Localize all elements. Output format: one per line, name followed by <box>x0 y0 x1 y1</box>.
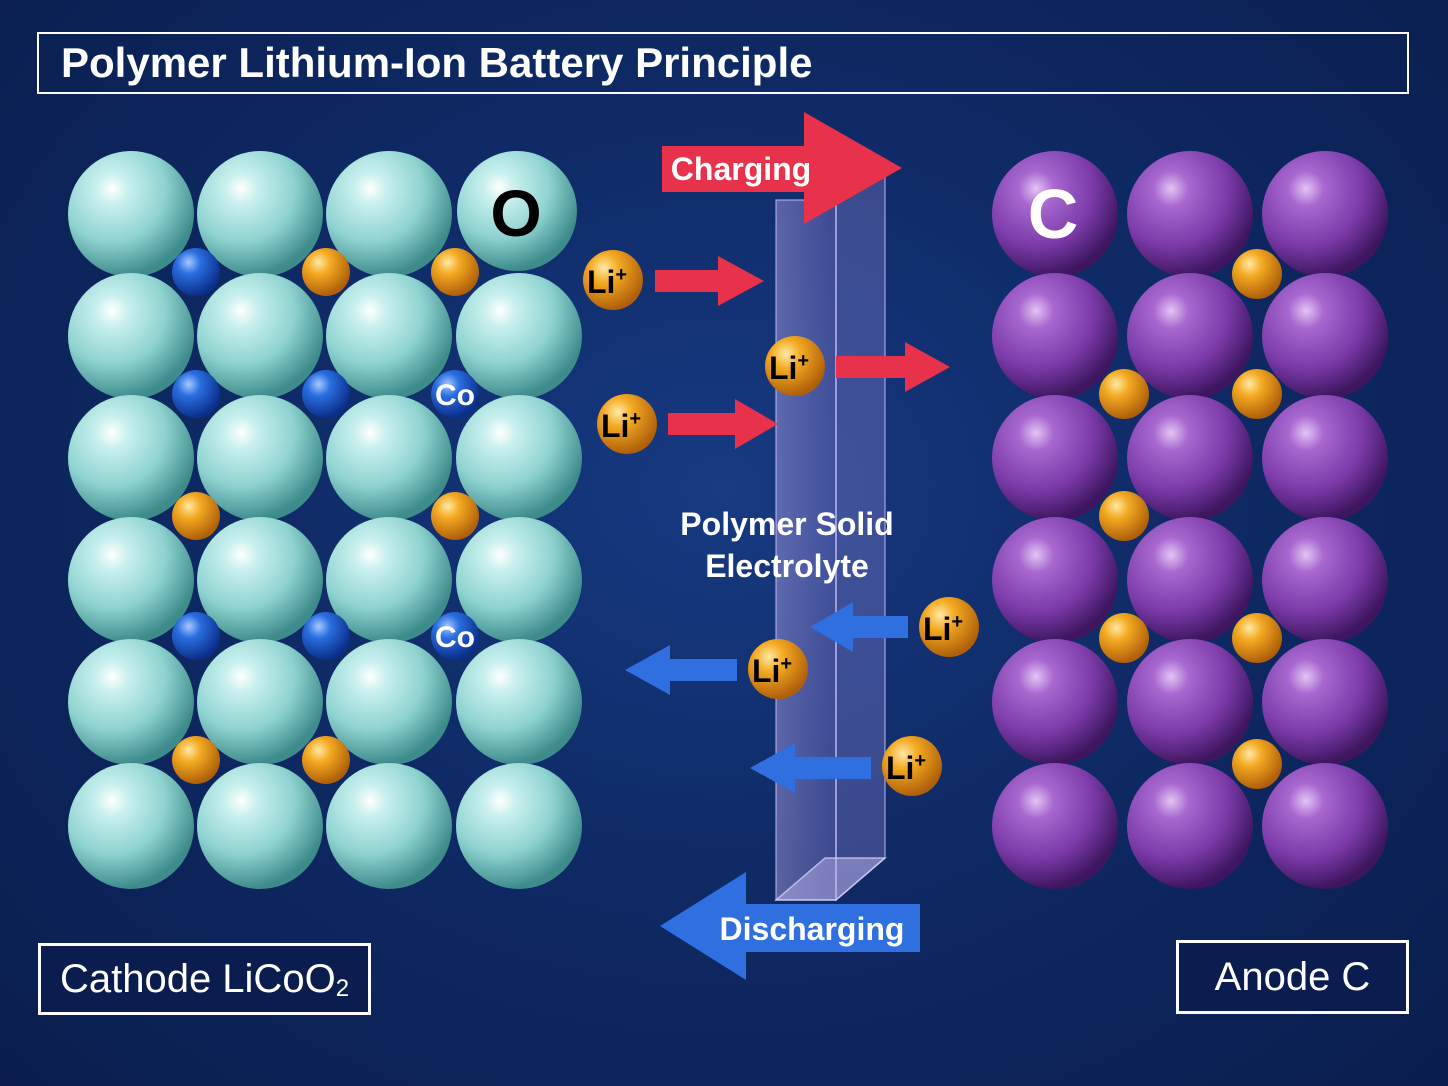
oxygen-symbol: O <box>490 176 541 250</box>
cathode-label-text: Cathode LiCoO <box>59 956 336 1001</box>
carbon-atom <box>1127 763 1253 889</box>
oxygen-atom <box>457 151 577 271</box>
svg-text:Li+: Li+ <box>769 350 809 386</box>
oxygen-atom <box>68 517 194 643</box>
carbon-atom <box>1127 273 1253 399</box>
discharging-label: Discharging <box>720 911 905 947</box>
carbon-atom <box>1127 151 1253 277</box>
oxygen-atom <box>326 517 452 643</box>
oxygen-atom <box>197 763 323 889</box>
carbon-atom <box>992 517 1118 643</box>
oxygen-atom <box>456 395 582 521</box>
carbon-atom <box>992 395 1118 521</box>
oxygen-atom <box>456 763 582 889</box>
electrolyte-label-line2: Electrolyte <box>705 548 869 584</box>
anode-label: Anode C <box>1176 940 1409 1014</box>
oxygen-atom <box>68 395 194 521</box>
oxygen-atom <box>456 273 582 399</box>
lithium-atom <box>1099 613 1149 663</box>
svg-text:Li+: Li+ <box>886 750 926 786</box>
lithium-atom <box>1232 739 1282 789</box>
electrolyte-label-line1: Polymer Solid <box>680 506 893 542</box>
discharging-small-arrow <box>625 645 737 695</box>
carbon-atom <box>992 639 1118 765</box>
lithium-atom <box>302 736 350 784</box>
svg-text:Li+: Li+ <box>923 611 963 647</box>
lithium-atom <box>1099 369 1149 419</box>
oxygen-atom <box>456 639 582 765</box>
carbon-atom <box>1262 639 1388 765</box>
carbon-atom <box>992 763 1118 889</box>
carbon-atom <box>1262 517 1388 643</box>
anode-label-text: Anode C <box>1214 954 1371 999</box>
charging-small-arrow <box>655 256 764 306</box>
cobalt-atom <box>431 370 479 418</box>
oxygen-atom <box>456 517 582 643</box>
carbon-atom <box>1127 395 1253 521</box>
cobalt-atom <box>302 370 350 418</box>
carbon-atom <box>1262 151 1388 277</box>
discharging-small-arrow <box>810 602 908 652</box>
li-ion: Li+ <box>919 597 979 657</box>
oxygen-atom <box>68 763 194 889</box>
oxygen-atom <box>326 395 452 521</box>
carbon-atom <box>1262 763 1388 889</box>
svg-text:Li+: Li+ <box>587 264 627 300</box>
cobalt-atom <box>431 612 479 660</box>
page-title: Polymer Lithium-Ion Battery Principle <box>37 32 1409 94</box>
charging-small-arrow <box>836 342 950 392</box>
lithium-atom <box>431 492 479 540</box>
carbon-atom <box>1127 517 1253 643</box>
carbon-atom <box>1127 639 1253 765</box>
carbon-atom <box>1262 273 1388 399</box>
lithium-atom <box>431 248 479 296</box>
svg-text:Li+: Li+ <box>752 653 792 689</box>
svg-text:Li+: Li+ <box>601 408 641 444</box>
li-ion: Li+ <box>597 394 657 454</box>
discharging-arrow: Discharging <box>660 872 920 980</box>
li-ion: Li+ <box>583 250 643 310</box>
cathode-lattice: O Co Co <box>68 151 582 889</box>
li-ion: Li+ <box>765 336 825 396</box>
oxygen-atom <box>326 763 452 889</box>
cobalt-atom <box>172 248 220 296</box>
charging-label: Charging <box>671 151 811 187</box>
oxygen-atom <box>197 395 323 521</box>
carbon-atom <box>992 151 1118 277</box>
li-ion: Li+ <box>882 736 942 796</box>
cobalt-symbol: Co <box>435 621 475 654</box>
oxygen-atom <box>68 639 194 765</box>
lithium-atom <box>172 492 220 540</box>
oxygen-atom <box>68 273 194 399</box>
cobalt-atom <box>172 370 220 418</box>
lithium-atom <box>1232 249 1282 299</box>
li-ion: Li+ <box>748 639 808 699</box>
lithium-atom <box>302 248 350 296</box>
anode-lattice: C <box>992 151 1388 889</box>
oxygen-atom <box>326 273 452 399</box>
charging-arrow: Charging <box>662 112 902 224</box>
carbon-atom <box>1262 395 1388 521</box>
oxygen-atom <box>197 151 323 277</box>
lithium-atom <box>172 736 220 784</box>
oxygen-atom <box>68 151 194 277</box>
carbon-symbol: C <box>1028 175 1079 253</box>
oxygen-atom <box>197 639 323 765</box>
discharging-small-arrow <box>750 743 871 793</box>
charging-small-arrow <box>668 399 778 449</box>
oxygen-atom <box>197 517 323 643</box>
oxygen-atom <box>326 639 452 765</box>
cobalt-atom <box>172 612 220 660</box>
lithium-atom <box>1099 491 1149 541</box>
cobalt-atom <box>302 612 350 660</box>
oxygen-atom <box>326 151 452 277</box>
carbon-atom <box>992 273 1118 399</box>
cathode-label-subscript: 2 <box>335 975 350 1002</box>
oxygen-atom <box>197 273 323 399</box>
lithium-atom <box>1232 369 1282 419</box>
lithium-atom <box>1232 613 1282 663</box>
cobalt-symbol: Co <box>435 379 475 412</box>
